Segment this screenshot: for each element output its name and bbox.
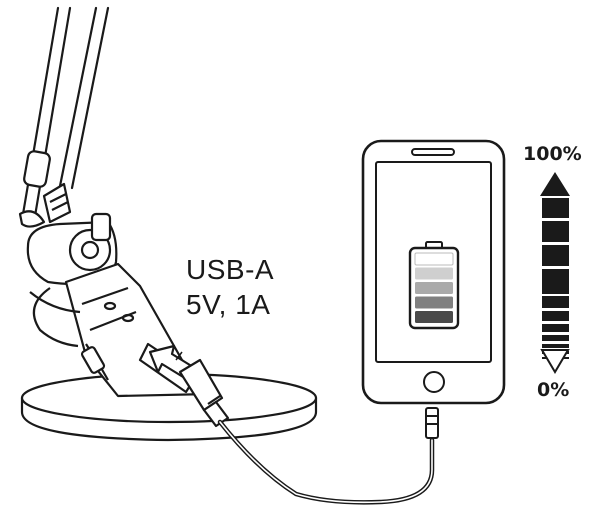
battery-cell	[415, 267, 453, 280]
charge-down-arrow-icon	[540, 349, 570, 374]
charge-scale-segment	[542, 324, 569, 332]
charge-scale-segment	[542, 335, 569, 341]
phone-home-button	[423, 371, 445, 393]
charge-scale-divider	[542, 266, 569, 269]
charge-scale-segment	[542, 344, 569, 348]
phone-speaker	[411, 148, 455, 156]
phone-connector	[425, 407, 439, 439]
lamp-base-plate	[20, 372, 318, 442]
battery-icon	[408, 241, 460, 330]
charge-min-label: 0%	[537, 379, 570, 401]
charge-scale-divider	[542, 218, 569, 221]
usb-plug	[178, 358, 230, 428]
charge-scale-segment	[542, 296, 569, 308]
usb-type-label: USB-A	[186, 254, 275, 285]
usb-spec-label: 5V, 1A	[186, 289, 271, 320]
battery-cell	[414, 252, 454, 266]
battery-cell	[415, 311, 453, 323]
charge-scale-segment	[542, 311, 569, 321]
battery-cell	[415, 296, 453, 309]
charge-max-label: 100%	[523, 143, 582, 165]
charge-up-arrow-icon	[540, 172, 570, 196]
battery-cell	[415, 282, 453, 294]
charge-scale	[540, 172, 570, 374]
charge-scale-divider	[542, 242, 569, 245]
lamp-arm-spring	[18, 150, 72, 228]
